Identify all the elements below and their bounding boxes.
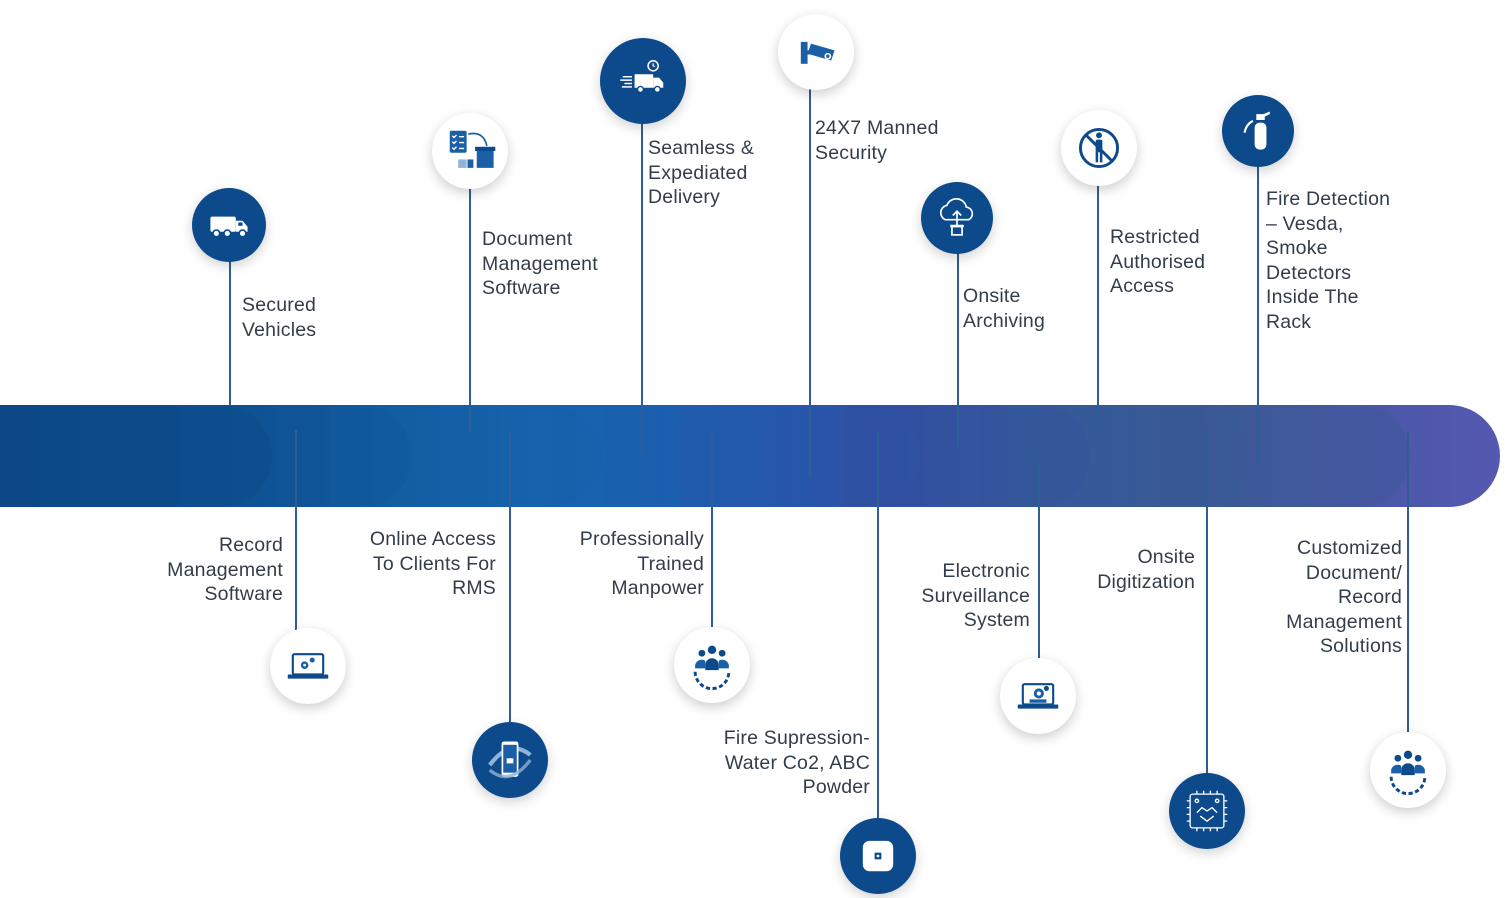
item-label: Customized Document/ Record Management S… [1286,537,1402,657]
timeline-node [840,818,916,894]
item-label: Seamless & Expediated Delivery [648,137,755,208]
connector-line [229,255,231,405]
checklist-to-box-icon [449,130,496,168]
item-label: Secured Vehicles [242,294,317,341]
connector-line [809,88,811,476]
connector-line [1206,430,1208,775]
band-segment [840,405,1090,507]
no-entry-person-icon [1078,127,1120,169]
smartphone-icon [488,741,532,779]
sprinkler-icon [862,840,894,872]
timeline-node [1169,773,1245,849]
timeline-node [921,182,993,254]
timeline-node [472,722,548,798]
item-label: Professionally Trained Manpower [579,528,704,599]
connector-line [469,180,471,432]
connector-line [641,110,643,456]
connector-line [295,430,297,630]
timeline-node [1370,732,1446,808]
digital-handshake-icon [1186,790,1228,832]
connector-line [1097,178,1099,430]
laptop-gear-icon [287,653,329,679]
timeline-node [270,628,346,704]
band-segment [330,405,602,507]
cloud-upload-icon [939,198,974,236]
timeline-node [600,38,686,124]
connector-line [877,432,879,820]
item-label: Online Access To Clients For RMS [369,528,496,599]
item-label: Electronic Surveillance System [921,560,1030,631]
item-label: Fire Supression- Water Co2, ABC Powder [723,727,870,798]
team-gear-icon [693,645,731,691]
band-segment [1000,405,1250,507]
truck-icon [210,216,248,238]
band-segment [0,405,272,507]
timeline-node [432,113,508,189]
band-segment [680,405,920,507]
timeline-node [674,627,750,703]
timeline-node [1222,95,1294,167]
item-label: 24X7 Manned Security [815,117,939,164]
fast-delivery-truck-icon [620,59,664,94]
laptop-camera-icon [1017,683,1059,709]
timeline-node [1000,658,1076,734]
item-label: Record Management Software [167,534,283,605]
connector-line [957,245,959,447]
connector-line [509,432,511,727]
item-label: Document Management Software [482,228,598,299]
item-label: Onsite Digitization [1097,546,1195,593]
connector-line [1407,432,1409,734]
timeline-band [0,405,1500,507]
fire-extinguisher-icon [1243,111,1270,150]
connector-line [1257,160,1259,468]
item-label: Fire Detection – Vesda, Smoke Detectors … [1266,188,1391,333]
band-segment [1160,405,1410,507]
cctv-camera-icon [800,41,835,64]
timeline-node [778,14,854,90]
team-gear-icon [1389,750,1427,796]
item-label: Restricted Authorised Access [1110,226,1206,297]
item-label: Onsite Archiving [963,285,1045,332]
connector-line [711,432,713,632]
connector-line [1038,462,1040,658]
timeline-node [192,188,266,262]
timeline-node [1061,110,1137,186]
